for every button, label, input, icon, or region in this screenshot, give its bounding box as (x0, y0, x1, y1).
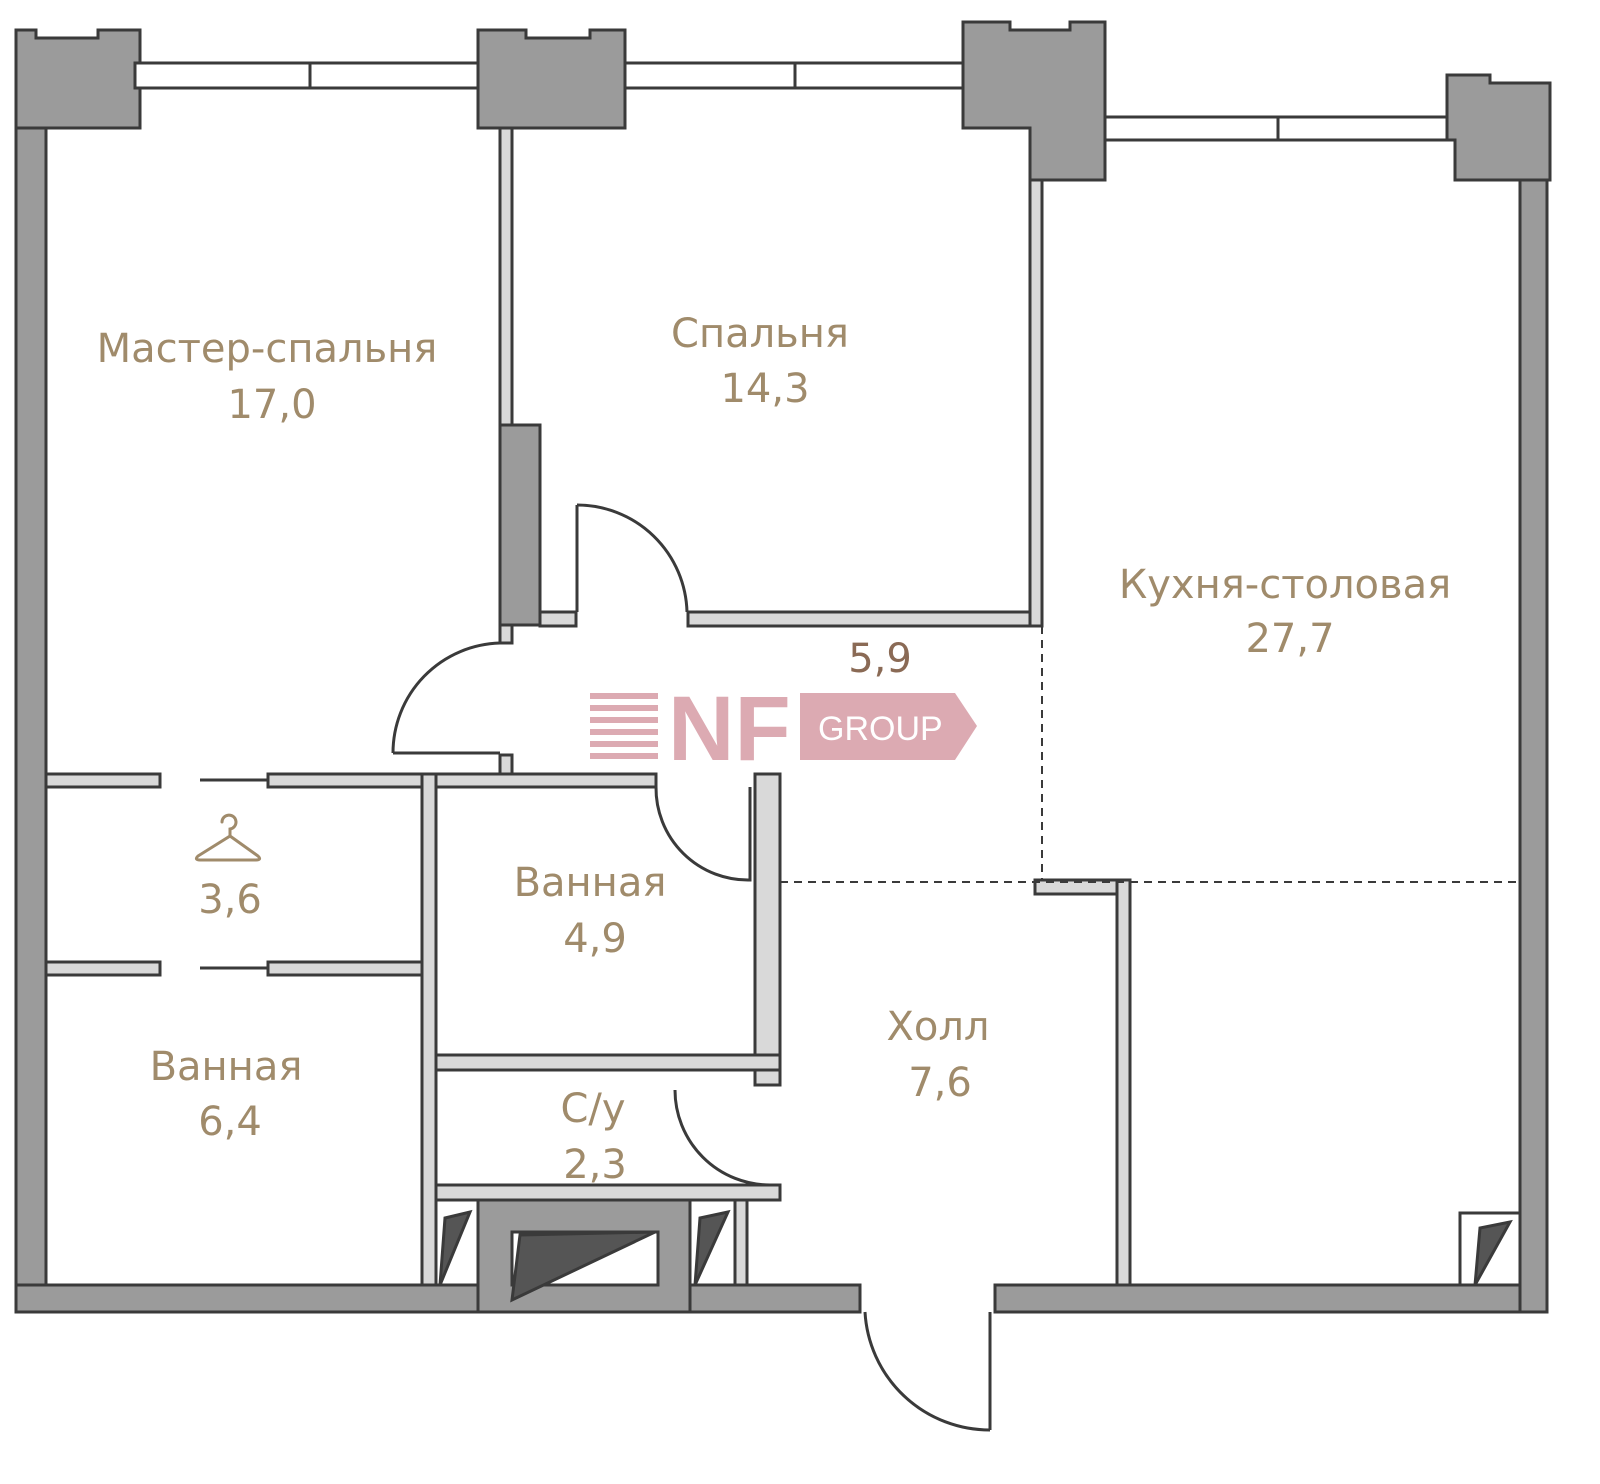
door-swings (200, 503, 997, 1432)
room-bath1-name: Ванная (514, 860, 667, 906)
watermark-brand: NF (668, 678, 791, 780)
zone-lines (780, 626, 1520, 883)
room-bedroom-area: 14,3 (720, 366, 809, 412)
partitions (44, 126, 1522, 1287)
watermark-logo: NF GROUP (590, 678, 977, 780)
room-master-bedroom-name: Мастер-спальня (97, 326, 438, 372)
room-corridor-area: 5,9 (848, 636, 912, 682)
room-bedroom-name: Спальня (671, 311, 849, 357)
room-master-bedroom-area: 17,0 (227, 382, 316, 428)
room-wc-name: С/у (560, 1086, 625, 1132)
room-bath1-area: 4,9 (563, 916, 627, 962)
outer-walls (14, 20, 1552, 1314)
room-hall-area: 7,6 (908, 1060, 972, 1106)
room-wc-area: 2,3 (563, 1142, 627, 1188)
watermark-group: GROUP (818, 710, 943, 748)
room-hall-name: Холл (886, 1004, 989, 1050)
room-bath2-area: 6,4 (198, 1099, 262, 1145)
hanger-icon (194, 813, 262, 862)
room-bath2-name: Ванная (150, 1044, 303, 1090)
room-kitchen-area: 27,7 (1245, 616, 1334, 662)
shafts (438, 1209, 1513, 1303)
room-wardrobe-area: 3,6 (198, 877, 262, 923)
room-kitchen-name: Кухня-столовая (1119, 562, 1451, 608)
watermark-stripes-icon (590, 693, 658, 759)
windows (133, 61, 1449, 142)
